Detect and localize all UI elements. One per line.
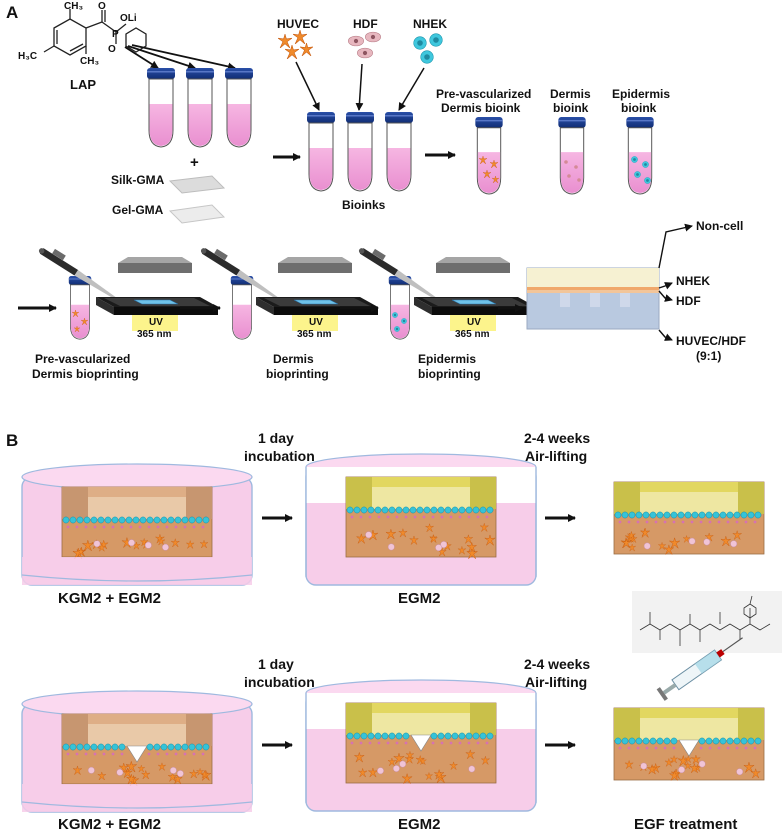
station3-uv: UV — [467, 317, 481, 328]
lap-arrows — [124, 44, 236, 71]
step3-line1: Epidermis — [418, 352, 476, 366]
bioink-type-2-line1: Dermis — [550, 87, 591, 101]
step1-line1: Pre-vascularized — [35, 352, 130, 366]
layer-huvec-hdf: HUVEC/HDF — [676, 334, 746, 348]
station2-tube — [230, 276, 254, 340]
nhek-label: NHEK — [413, 17, 447, 31]
nhek-cells-icon — [413, 33, 443, 64]
station3-tube — [388, 276, 412, 340]
lap-structure — [43, 9, 147, 56]
hdf-label: HDF — [353, 17, 378, 31]
gel-sheet-icon — [168, 204, 226, 224]
bioink-tube-3 — [384, 112, 414, 192]
row2-dish-2 — [305, 679, 537, 812]
bioink-tube-1 — [306, 112, 336, 192]
huvec-label: HUVEC — [277, 17, 319, 31]
lap-h3c: H₃C — [18, 51, 37, 62]
lap-ch3-top: CH₃ — [64, 1, 83, 12]
silk-sheet-icon — [168, 175, 226, 194]
row2-incubation-line2: incubation — [244, 674, 315, 690]
lap-oli: OLi — [120, 13, 137, 24]
step3-line2: bioprinting — [418, 367, 481, 381]
layered-construct — [526, 267, 660, 330]
lap-label: LAP — [70, 77, 96, 92]
premix-tube-3 — [224, 68, 254, 148]
station1-uv: UV — [149, 317, 163, 328]
bioink-type-3-line2: bioink — [621, 101, 657, 115]
step2-line1: Dermis — [273, 352, 314, 366]
bioink-type-1-line1: Pre-vascularized — [436, 87, 531, 101]
bioink-type-2-line2: bioink — [553, 101, 589, 115]
row1-airlift-line1: 2-4 weeks — [524, 430, 590, 446]
step1-line2: Dermis bioprinting — [32, 367, 139, 381]
row2-medium-2: EGM2 — [398, 816, 441, 833]
syringe-icon — [656, 637, 743, 701]
row2-incubation-line1: 1 day — [258, 656, 294, 672]
row2-dish-1 — [21, 690, 253, 813]
panel-b-letter: B — [6, 431, 18, 450]
premix-tube-1 — [146, 68, 176, 148]
lap-o-top: O — [98, 1, 106, 12]
culture-dishes — [21, 453, 765, 813]
construct-leader-lines — [658, 223, 693, 341]
lap-o-bottom: O — [108, 44, 116, 55]
station1-nm: 365 nm — [137, 329, 172, 340]
plus-sign: + — [190, 154, 199, 171]
row1-incubation-line1: 1 day — [258, 430, 294, 446]
huvec-cells-icon — [278, 30, 313, 59]
hdf-cells-icon — [347, 31, 382, 59]
layer-ratio: (9:1) — [696, 349, 721, 363]
dermis-cells — [564, 160, 581, 182]
row1-tissue-3 — [613, 481, 765, 555]
row2-medium-1: KGM2 + EGM2 — [58, 816, 161, 833]
station2-uv: UV — [309, 317, 323, 328]
gel-gma-label: Gel-GMA — [112, 203, 164, 217]
prevasc-bioink-tube — [474, 117, 504, 195]
station3-nm: 365 nm — [455, 329, 490, 340]
row1-dish-1 — [21, 463, 253, 586]
step2-line2: bioprinting — [266, 367, 329, 381]
row2-airlift-line2: Air-lifting — [525, 674, 587, 690]
layer-hdf: HDF — [676, 294, 701, 308]
row1-incubation-line2: incubation — [244, 448, 315, 464]
bioink-tube-2 — [345, 112, 375, 192]
bioinks-label: Bioinks — [342, 198, 386, 212]
bioink-type-3-line1: Epidermis — [612, 87, 670, 101]
silk-gma-label: Silk-GMA — [111, 173, 165, 187]
row1-dish-2 — [305, 453, 537, 586]
lap-p: P — [112, 29, 119, 40]
cell-arrows — [295, 61, 425, 111]
dermis-bioink-tube — [557, 117, 587, 195]
panel-a-letter: A — [6, 3, 18, 22]
premix-tube-2 — [185, 68, 215, 148]
row2-medium-3: EGF treatment — [634, 816, 737, 833]
layer-nhek: NHEK — [676, 274, 710, 288]
row1-medium-2: EGM2 — [398, 590, 441, 607]
layer-noncell: Non-cell — [696, 219, 743, 233]
row2-tissue-3 — [613, 707, 765, 781]
bioink-type-1-line2: Dermis bioink — [441, 101, 521, 115]
row1-medium-1: KGM2 + EGM2 — [58, 590, 161, 607]
station1-tube — [68, 276, 92, 340]
lap-ch3-bottom: CH₃ — [80, 56, 99, 67]
station2-nm: 365 nm — [297, 329, 332, 340]
egf-molecule-image — [632, 591, 782, 653]
row1-airlift-line2: Air-lifting — [525, 448, 587, 464]
row2-airlift-line1: 2-4 weeks — [524, 656, 590, 672]
